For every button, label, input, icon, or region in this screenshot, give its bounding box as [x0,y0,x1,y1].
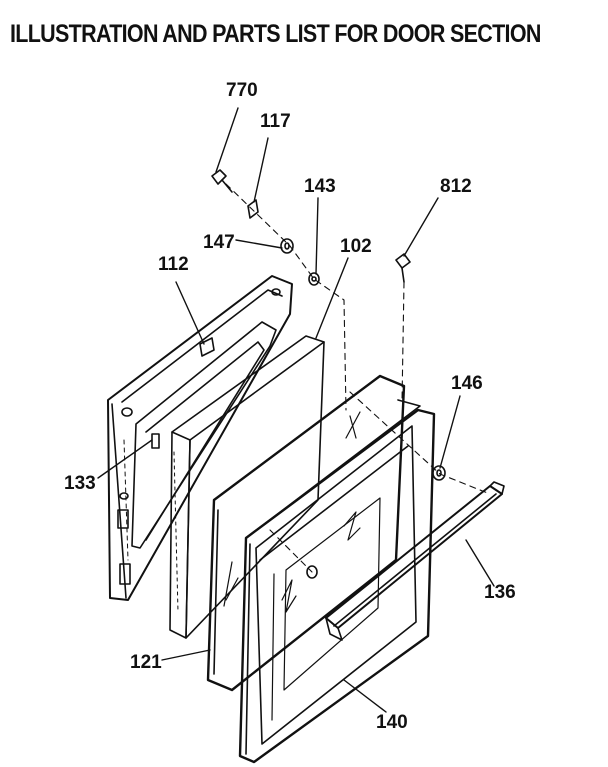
leader-lines [97,107,495,713]
callout-133: 133 [64,473,96,494]
part-136-door-handle [325,481,505,641]
part-112-inner-liner [107,275,293,601]
callout-136: 136 [484,582,516,603]
callout-143: 143 [304,176,336,197]
part-147-washer [280,238,294,254]
callout-labels: 770 117 143 812 147 102 112 146 133 136 … [64,80,516,733]
part-812-screw [395,253,411,283]
part-140-outer-frame [238,399,436,764]
part-133-clip [151,433,160,449]
part-121-glass-pane [206,374,406,692]
callout-102: 102 [340,236,372,257]
part-117-bracket [247,199,259,219]
callout-812: 812 [440,176,472,197]
callout-112: 112 [158,254,189,275]
callout-147: 147 [203,232,235,253]
part-770-screw [211,169,233,193]
callout-121: 121 [130,652,162,673]
part-146-spacer [432,465,446,481]
part-143-nut [308,272,320,286]
callout-117: 117 [260,111,291,132]
assembly-lines [225,183,491,573]
page-title: ILLUSTRATION AND PARTS LIST FOR DOOR SEC… [10,20,541,48]
callout-140: 140 [376,712,408,733]
callout-146: 146 [451,373,483,394]
part-glass-fastener [306,565,318,579]
callout-770: 770 [226,80,258,101]
